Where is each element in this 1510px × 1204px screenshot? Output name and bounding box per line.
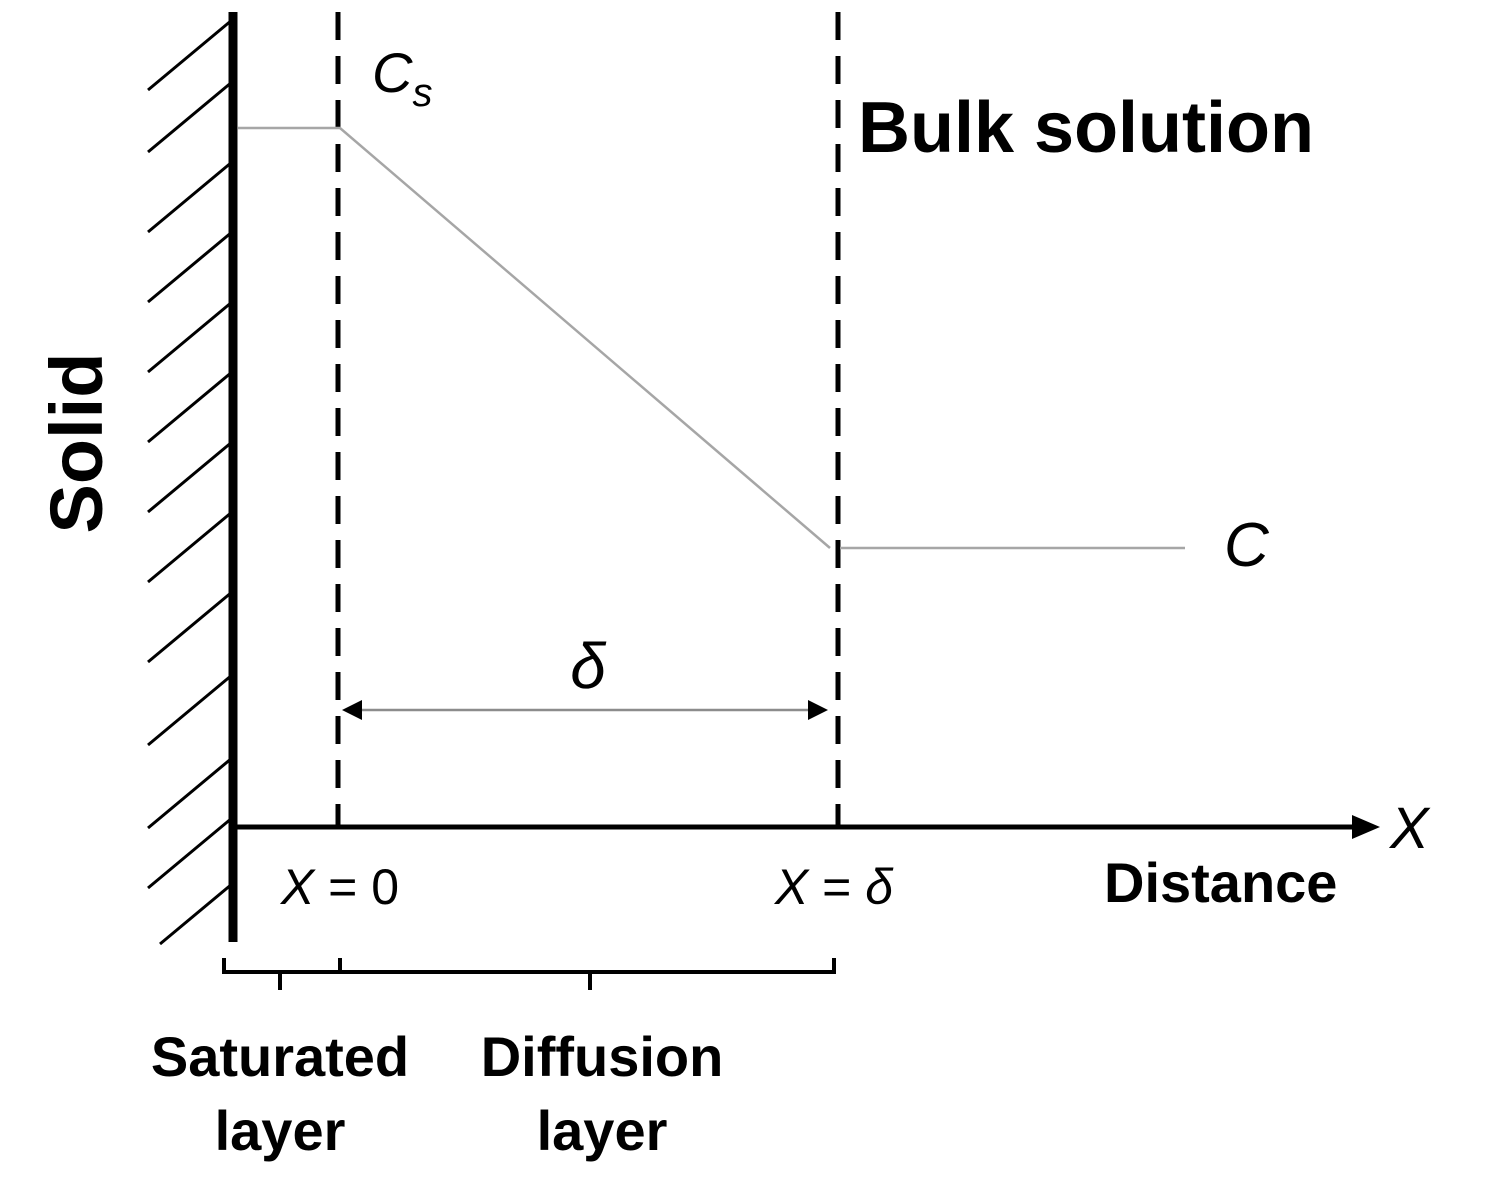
diffusion-layer-label-line2: layer [537,1099,668,1162]
x-equals-zero-label: X = 0 [280,859,399,915]
saturated-layer-label-line2: layer [215,1099,346,1162]
saturated-layer-label-line1: Saturated [151,1025,409,1088]
bulk-solution-label: Bulk solution [858,88,1314,168]
solid-label: Solid [35,353,118,534]
delta-label: δ [570,630,607,702]
surface-concentration-label: Cs [372,41,432,115]
x-axis [233,815,1380,839]
delta-double-arrow [342,700,828,720]
diffusion-layer-label-line1: Diffusion [481,1025,724,1088]
bulk-concentration-label: C [1224,511,1270,580]
x-axis-variable-label: X [1388,796,1431,861]
solid-hatching [147,18,233,946]
x-equals-delta-label: X = δ [774,859,894,915]
distance-label: Distance [1104,851,1337,914]
layer-brackets [222,958,836,990]
concentration-profile-line [238,126,831,549]
